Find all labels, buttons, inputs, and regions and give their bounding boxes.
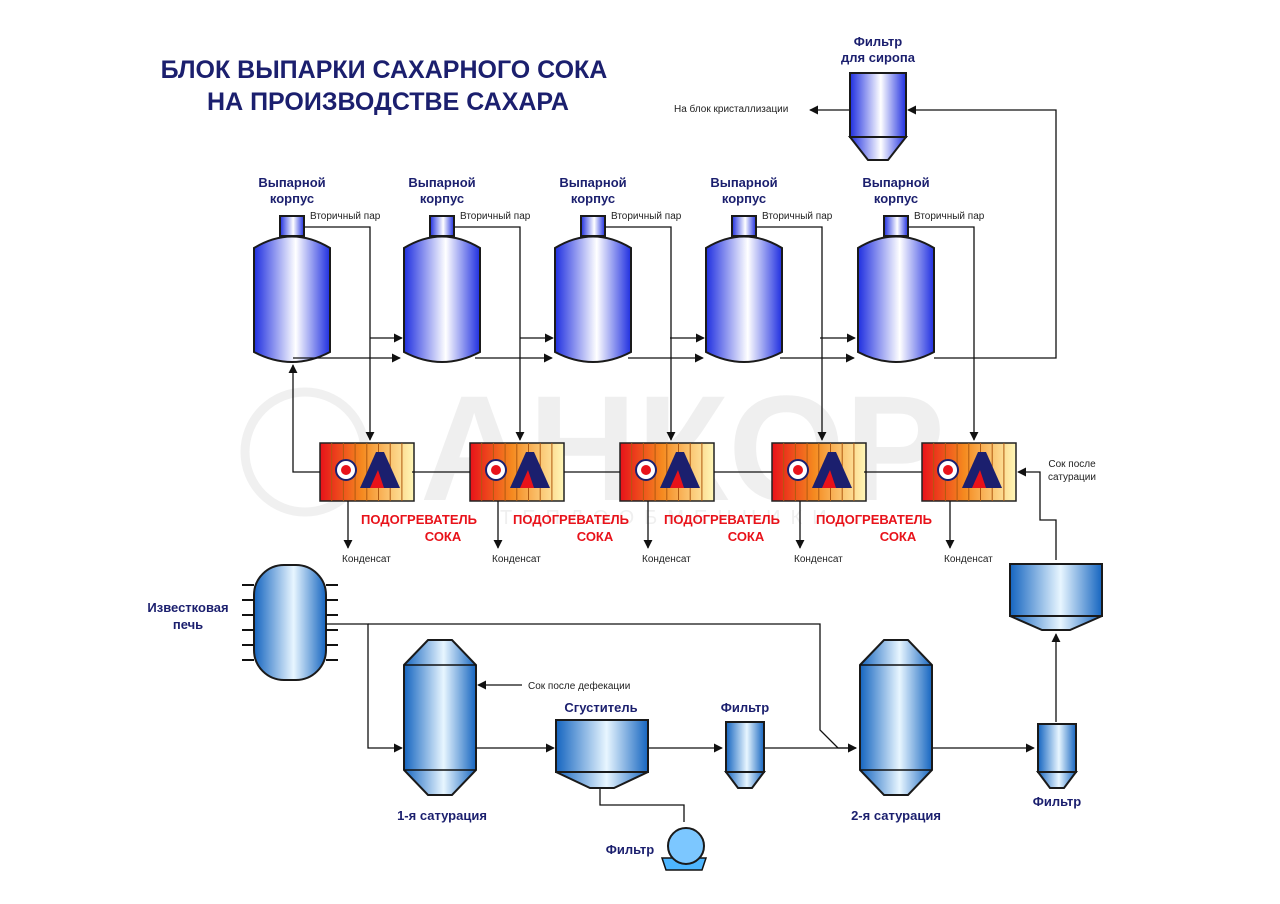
lime-piping <box>326 623 1035 822</box>
page-title-line2: НА ПРОИЗВОДСТВЕ САХАРА <box>207 88 569 116</box>
secondary-vapor-label: Вторичный пар <box>460 211 531 222</box>
thickener <box>555 719 649 789</box>
secondary-vapor-label: Вторичный пар <box>611 211 682 222</box>
juice-after-saturation-line1: Сок после <box>1048 459 1096 470</box>
filter-bottom-label: Фильтр <box>606 842 655 857</box>
juice-heater-2: Конденсат <box>469 442 565 565</box>
condensate-label: Конденсат <box>642 554 691 565</box>
evaporator-label-line2: корпус <box>571 191 615 206</box>
evaporator-label-line2: корпус <box>270 191 314 206</box>
juice-after-defecation-label: Сок после дефекации <box>528 680 630 692</box>
saturation-1-label: 1-я сатурация <box>397 808 487 823</box>
heater-label-line1: ПОДОГРЕВАТЕЛЬ <box>513 512 629 527</box>
thickener-label: Сгуститель <box>564 700 637 715</box>
secondary-vapor-label: Вторичный пар <box>762 211 833 222</box>
evaporator-label-line1: Выпарной <box>862 175 929 190</box>
juice-heater-5: Конденсат <box>921 442 1017 565</box>
syrup-filter-label-line2: для сиропа <box>841 50 916 65</box>
heater-label-line2: СОКА <box>577 529 614 544</box>
evaporator-label-line2: корпус <box>874 191 918 206</box>
heater-labels: ПОДОГРЕВАТЕЛЬ СОКА ПОДОГРЕВАТЕЛЬ СОКА ПОДОГР… <box>361 512 932 544</box>
juice-after-saturation-line2: сатурации <box>1048 472 1096 483</box>
evaporator-label-line2: корпус <box>722 191 766 206</box>
condensate-label: Конденсат <box>794 554 843 565</box>
page-title-line1: БЛОК ВЫПАРКИ САХАРНОГО СОКА <box>161 56 608 84</box>
evaporator-label-line1: Выпарной <box>710 175 777 190</box>
secondary-vapor-label: Вторичный пар <box>914 211 985 222</box>
filter-small-label: Фильтр <box>721 700 770 715</box>
evaporator-label-line1: Выпарной <box>559 175 626 190</box>
juice-heater-3: Конденсат <box>619 442 715 565</box>
heater-row: Конденсат Конденсат Конденсат Конденсат Конд… <box>319 442 1017 565</box>
condensate-label: Конденсат <box>944 554 993 565</box>
evaporator-label-line2: корпус <box>420 191 464 206</box>
saturator-2 <box>859 639 933 796</box>
syrup-filter <box>847 72 909 161</box>
juice-tank <box>1009 563 1103 631</box>
saturator-1 <box>403 639 477 796</box>
heater-label-line2: СОКА <box>880 529 917 544</box>
heater-label-line1: ПОДОГРЕВАТЕЛЬ <box>816 512 932 527</box>
syrup-filter-label-line1: Фильтр <box>854 34 903 49</box>
syrup-outlet-label: На блок кристаллизации <box>674 103 788 115</box>
lime-kiln-label-line2: печь <box>173 617 203 632</box>
heater-label-line1: ПОДОГРЕВАТЕЛЬ <box>361 512 477 527</box>
filter-right-label: Фильтр <box>1033 794 1082 809</box>
heater-label-line2: СОКА <box>425 529 462 544</box>
lime-kiln <box>242 564 338 681</box>
lime-kiln-label-line1: Известковая <box>147 600 228 615</box>
condensate-label: Конденсат <box>492 554 541 565</box>
secondary-vapor-label: Вторичный пар <box>310 211 381 222</box>
heater-label-line1: ПОДОГРЕВАТЕЛЬ <box>664 512 780 527</box>
evaporator-piping <box>288 105 1057 560</box>
filter-small <box>724 721 766 789</box>
evaporator-label-line1: Выпарной <box>408 175 475 190</box>
juice-heater-4: Конденсат <box>771 442 867 565</box>
saturation-2-label: 2-я сатурация <box>851 808 941 823</box>
condensate-label: Конденсат <box>342 554 391 565</box>
drum-filter <box>660 827 708 871</box>
evaporator-label-line1: Выпарной <box>258 175 325 190</box>
heater-label-line2: СОКА <box>728 529 765 544</box>
filter-right <box>1036 723 1078 789</box>
juice-heater-1: Конденсат <box>319 442 415 565</box>
watermark-subtext: ТЕПЛООБМЕННИКИ <box>500 507 837 529</box>
